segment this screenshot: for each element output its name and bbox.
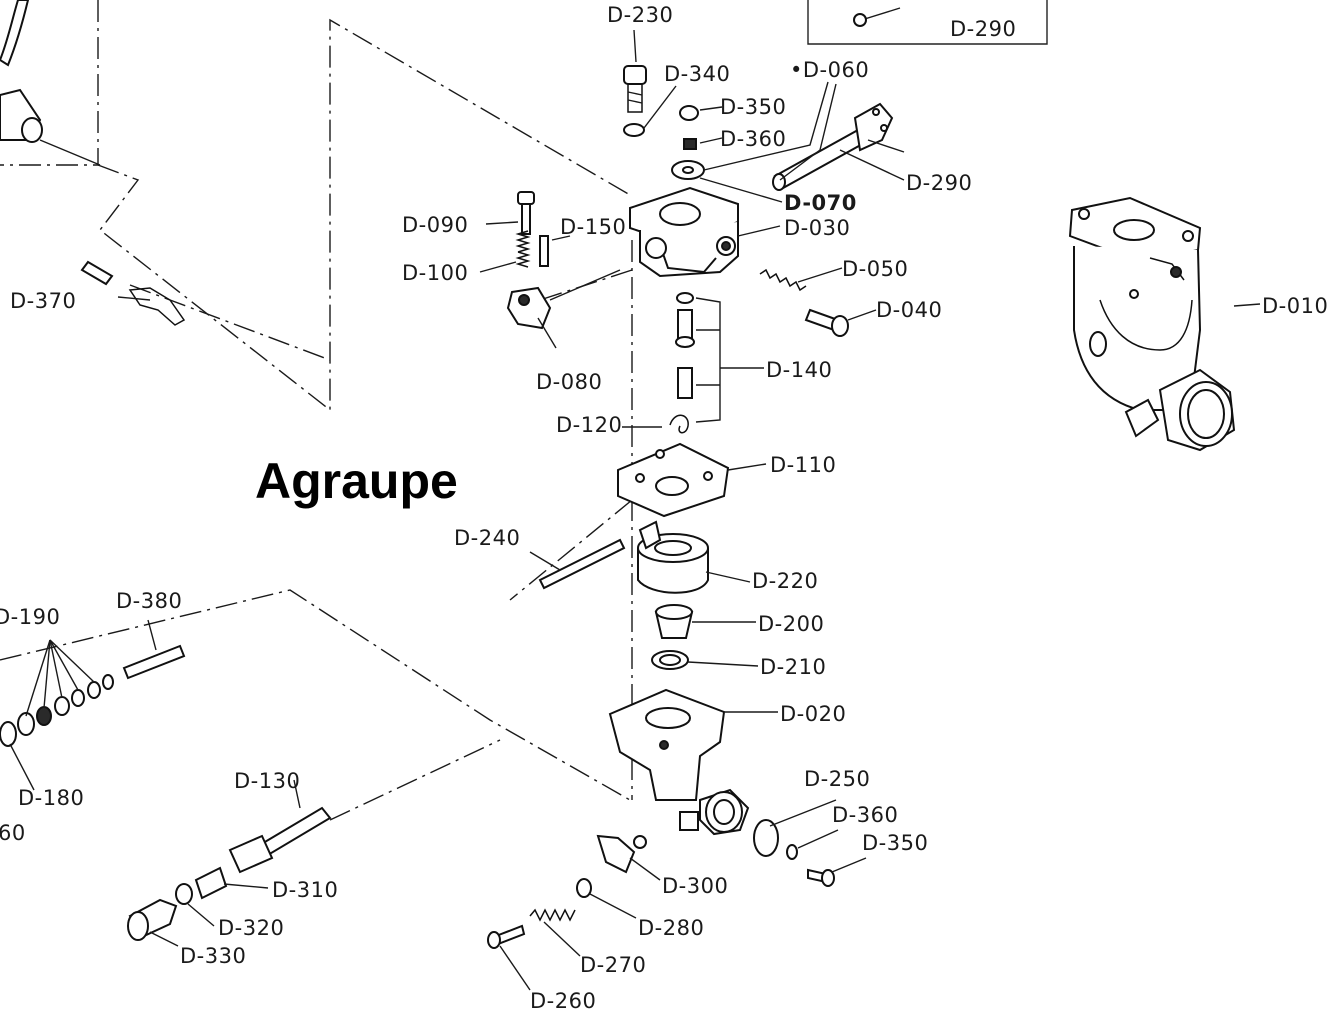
part-d100-spring [479,230,531,273]
label-d330: D-330 [180,944,246,968]
label-d080: D-080 [536,370,602,394]
label-d290-inset: D-290 [950,17,1016,41]
label-d010: D-010 [1262,294,1328,318]
label-d120: D-120 [556,413,622,437]
label-d320: D-320 [218,916,284,940]
part-d090-screw [485,191,535,235]
label-d100: D-100 [402,261,468,285]
guide-lines [0,0,633,821]
part-d380-rod [122,619,186,680]
part-d300-lever [596,834,661,881]
label-d160-partial: 60 [0,821,26,845]
part-d370-drawing [80,260,186,326]
part-d260-screw [487,924,531,991]
label-d150: D-150 [560,215,626,239]
label-d280: D-280 [638,916,704,940]
label-d370: D-370 [10,289,76,313]
part-d240-pin [529,538,626,590]
label-d040: D-040 [876,298,942,322]
label-d360-lower: D-360 [832,803,898,827]
label-d380: D-380 [116,589,182,613]
part-labels: D-230 D-290 D-340 •D-060 D-350 D-360 D-2… [0,3,1328,1013]
label-d240: D-240 [454,526,520,550]
left-partial-assembly [0,0,101,166]
part-d220-float [637,520,751,594]
label-d050: D-050 [842,257,908,281]
label-d070: D-070 [784,191,857,215]
label-d140: D-140 [766,358,832,382]
part-d210-washer [651,650,759,670]
part-d270-spring [529,908,581,957]
part-d230-screw [623,29,677,137]
part-d110-gasket [617,442,767,518]
label-d350-lower: D-350 [862,831,928,855]
part-d350-lower-screw [807,857,867,887]
part-d140-needle-valve [622,292,764,434]
part-d130-shaft [228,779,332,874]
label-d340: D-340 [664,62,730,86]
label-d260: D-260 [530,989,596,1013]
d060-leaders [699,81,837,203]
label-d090: D-090 [402,213,468,237]
part-d290-shaft [772,102,905,191]
part-d010-carburetor-assembly [1068,196,1261,452]
part-d360-lower-washer [786,829,839,860]
part-d080-lever [506,269,621,349]
label-d300: D-300 [662,874,728,898]
label-d130: D-130 [234,769,300,793]
part-d030-throttle-body [629,186,781,278]
label-d180: D-180 [18,786,84,810]
part-d310-bushing [194,866,269,900]
part-d150-pin [539,235,571,267]
part-d280-washer [576,878,637,919]
part-d320-seal [175,883,215,927]
label-d220: D-220 [752,569,818,593]
label-d310: D-310 [272,878,338,902]
label-d060: •D-060 [790,58,869,82]
diagram-title: Agraupe [255,453,458,509]
d180-leader [9,743,35,791]
label-d270: D-270 [580,953,646,977]
label-d110: D-110 [770,453,836,477]
label-d020: D-020 [780,702,846,726]
part-d190-washers [0,639,114,747]
part-d330-knob [127,898,179,947]
label-d030: D-030 [784,216,850,240]
label-d200: D-200 [758,612,824,636]
label-d360: D-360 [720,127,786,151]
inset-frame [807,0,1048,45]
part-d020-float-bowl [608,688,778,836]
part-d050-spring [759,267,843,292]
part-d040-screw [804,308,877,337]
part-d250-plate [753,799,837,857]
label-d350: D-350 [720,95,786,119]
part-d200-jet [654,604,756,639]
label-d190: D-190 [0,605,60,629]
label-d250: D-250 [804,767,870,791]
label-d290: D-290 [906,171,972,195]
label-d210: D-210 [760,655,826,679]
label-d230: D-230 [607,3,673,27]
part-d350-screw [671,105,723,180]
